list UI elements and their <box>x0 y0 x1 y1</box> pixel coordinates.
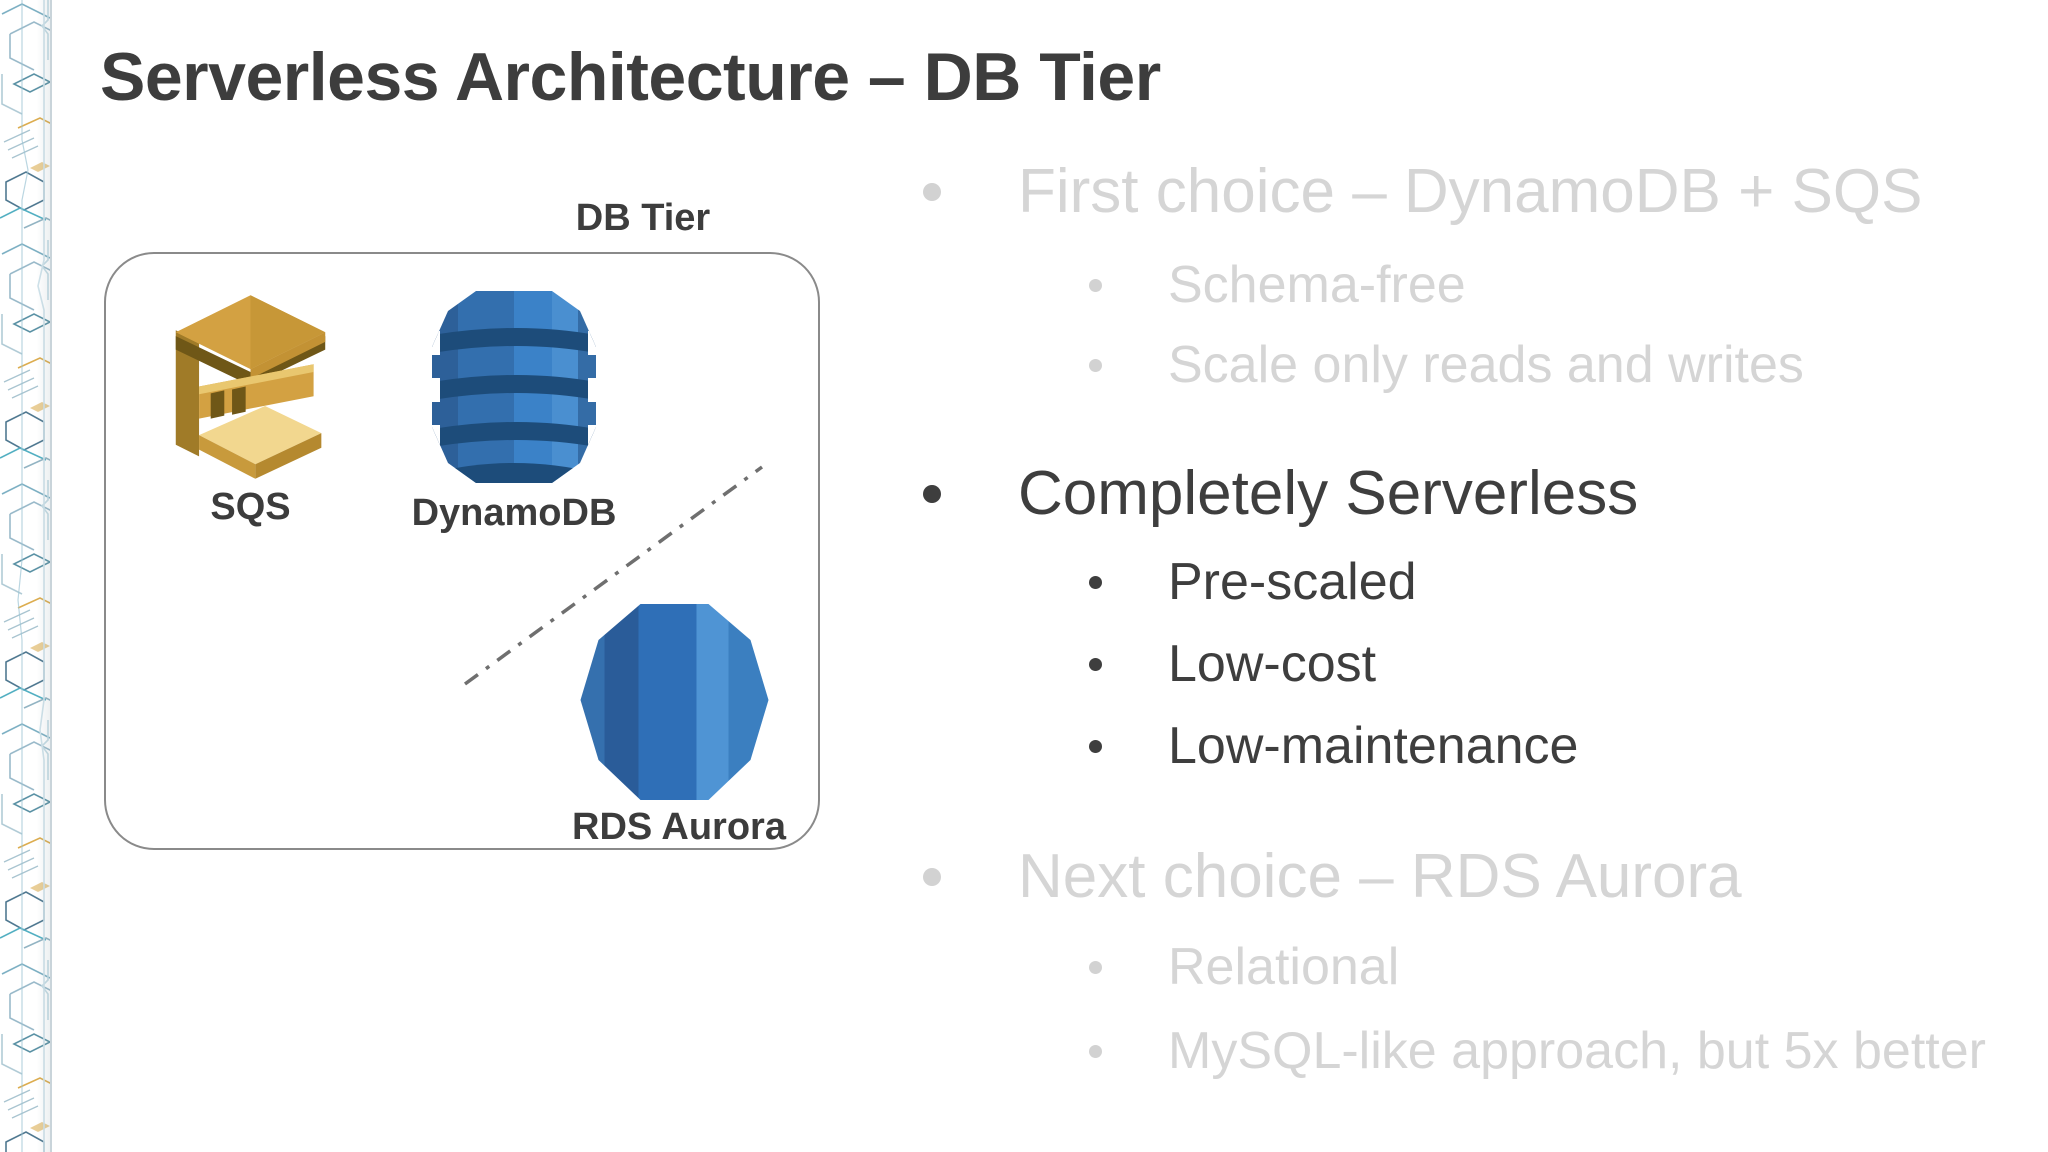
sub-bullet-mysql-like: MySQL-like approach, but 5x better <box>905 1019 1986 1083</box>
sqs-icon <box>175 295 326 479</box>
bullet-marker <box>923 183 941 201</box>
bullet-marker <box>1089 739 1102 753</box>
dynamodb-label: DynamoDB <box>411 492 617 534</box>
dash-dot-divider <box>463 465 764 686</box>
bullet-marker <box>1089 278 1102 292</box>
rds-aurora-label: RDS Aurora <box>572 806 786 848</box>
bullet-marker <box>1089 1044 1102 1058</box>
dynamodb-icon <box>432 291 596 483</box>
sqs-label: SQS <box>210 486 291 528</box>
sub-bullet-scale-only: Scale only reads and writes <box>905 333 1804 397</box>
sub-bullet-pre-scaled: Pre-scaled <box>905 550 1417 614</box>
bullet-marker <box>1089 575 1102 589</box>
bullet-next-choice: Next choice – RDS Aurora <box>905 841 1742 913</box>
bullet-completely-serverless: Completely Serverless <box>905 458 1638 530</box>
sub-bullet-low-maintenance: Low-maintenance <box>905 714 1578 778</box>
db-tier-label: DB Tier <box>575 197 711 239</box>
bullet-first-choice: First choice – DynamoDB + SQS <box>905 156 1922 228</box>
sub-bullet-schema-free: Schema-free <box>905 253 1466 317</box>
bullet-marker <box>1089 358 1102 372</box>
bullet-marker <box>923 485 941 503</box>
sub-bullet-relational: Relational <box>905 935 1399 999</box>
bullet-marker <box>1089 960 1102 974</box>
slide-title: Serverless Architecture – DB Tier <box>100 39 1161 115</box>
sub-bullet-low-cost: Low-cost <box>905 632 1376 696</box>
decorative-circuit-border <box>0 0 52 1152</box>
bullet-marker <box>923 868 941 886</box>
bullet-marker <box>1089 657 1102 671</box>
rds-aurora-icon <box>580 604 769 800</box>
